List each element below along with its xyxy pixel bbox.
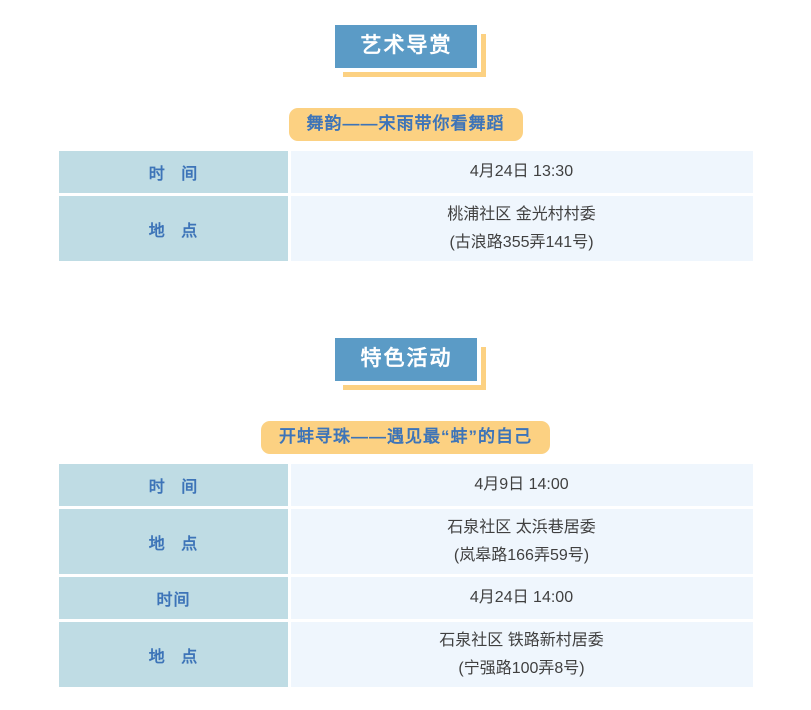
value-line: 4月9日 14:00: [474, 476, 569, 494]
table-row: 地 点 石泉社区 太浜巷居委 (岚皋路166弄59号): [58, 509, 753, 575]
top-spacer: [0, 0, 811, 25]
value-line: (岚皋路166弄59号): [453, 546, 590, 564]
badge-accent-frame-art: [342, 34, 486, 78]
event-title-wrap-feature: 开蚌寻珠——遇见最“蚌”的自己: [0, 421, 811, 455]
table-row: 地 点 桃浦社区 金光村村委 (古浪路355弄141号): [58, 196, 753, 262]
table-row: 地 点 石泉社区 铁路新村居委 (宁强路100弄8号): [58, 622, 753, 688]
section-header-art: 艺术导赏: [0, 25, 811, 78]
value-line: 4月24日 14:00: [469, 589, 574, 607]
info-table-art: 时 间 4月24日 13:30 地 点 桃浦社区 金光村村委 (古浪路355弄1…: [56, 148, 756, 264]
row-value-time: 4月9日 14:00: [290, 464, 753, 507]
table-row: 时间 4月24日 14:00: [58, 577, 753, 620]
section-badge-group-feature: 特色活动: [334, 338, 486, 391]
section-header-feature: 特色活动: [0, 338, 811, 391]
value-line: (宁强路100弄8号): [458, 659, 585, 677]
row-label-time: 时间: [58, 577, 288, 620]
row-value-place: 石泉社区 铁路新村居委 (宁强路100弄8号): [290, 622, 753, 688]
value-line: 4月24日 13:30: [469, 163, 574, 181]
row-value-place: 石泉社区 太浜巷居委 (岚皋路166弄59号): [290, 509, 753, 575]
row-label-place: 地 点: [58, 622, 288, 688]
spacer-between-sections: [0, 264, 811, 338]
section-badge-label-feature: 特色活动: [334, 338, 477, 382]
section-badge-group-art: 艺术导赏: [334, 25, 486, 78]
event-title-wrap-art: 舞韵——宋雨带你看舞蹈: [0, 108, 811, 142]
value-line: 石泉社区 太浜巷居委: [447, 518, 596, 536]
event-title-feature: 开蚌寻珠——遇见最“蚌”的自己: [261, 421, 550, 455]
spacer-pill-table-feature: [0, 454, 811, 461]
table-row: 时 间 4月9日 14:00: [58, 464, 753, 507]
info-table-feature: 时 间 4月9日 14:00 地 点 石泉社区 太浜巷居委 (岚皋路166弄59…: [56, 461, 756, 690]
row-value-time: 4月24日 14:00: [290, 577, 753, 620]
row-label-place: 地 点: [58, 509, 288, 575]
row-label-time: 时 间: [58, 151, 288, 194]
event-title-art: 舞韵——宋雨带你看舞蹈: [288, 108, 523, 142]
badge-accent-frame-feature: [342, 347, 486, 391]
spacer-pill-table-art: [0, 141, 811, 148]
row-value-place: 桃浦社区 金光村村委 (古浪路355弄141号): [290, 196, 753, 262]
value-line: (古浪路355弄141号): [449, 233, 594, 251]
row-label-time: 时 间: [58, 464, 288, 507]
row-value-time: 4月24日 13:30: [290, 151, 753, 194]
value-line: 桃浦社区 金光村村委: [447, 205, 596, 223]
value-line: 石泉社区 铁路新村居委: [439, 631, 604, 649]
section-badge-label-art: 艺术导赏: [334, 25, 477, 69]
table-row: 时 间 4月24日 13:30: [58, 151, 753, 194]
row-label-place: 地 点: [58, 196, 288, 262]
